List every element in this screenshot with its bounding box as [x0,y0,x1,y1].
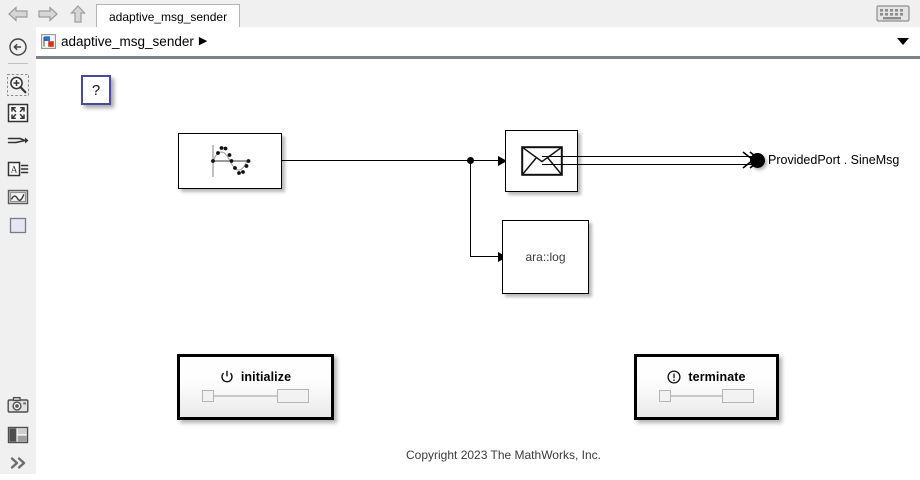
ara-log-label: ara::log [525,250,566,264]
breadcrumb[interactable]: adaptive_msg_sender ▶ [35,27,207,56]
chevron-down-icon[interactable] [897,38,909,45]
scope-viewer-icon[interactable] [6,185,30,209]
tab-adaptive-msg-sender[interactable]: adaptive_msg_sender [96,4,241,29]
slider-left-handle[interactable] [202,390,214,402]
annotation-icon[interactable]: A [6,157,30,181]
navigation-buttons [4,2,92,25]
envelope-icon [506,131,577,191]
wire-branch-down [470,160,472,257]
sine-wave-icon [179,134,281,188]
forward-arrow-icon[interactable] [34,2,62,25]
back-arrow-icon[interactable] [4,2,32,25]
expand-more-icon[interactable] [6,451,30,475]
camera-icon[interactable] [6,393,30,417]
output-port-label: ProvidedPort . SineMsg [768,153,900,167]
slider-right-handle[interactable] [277,389,309,403]
slider-track [668,395,745,397]
model-canvas[interactable]: ? [36,56,920,474]
terminate-progress-slider[interactable] [659,389,754,403]
send-message-block[interactable] [505,130,578,192]
tab-strip: adaptive_msg_sender [96,3,241,29]
keyboard-icon[interactable] [876,5,910,22]
exclamation-circle-icon [667,370,681,384]
message-line-lower [542,164,752,166]
layout-panel-icon[interactable] [6,423,30,447]
message-line-upper [542,156,752,158]
breadcrumb-path: adaptive_msg_sender [61,34,194,49]
wire-sine-to-branch [282,160,471,162]
power-icon [220,370,234,384]
slider-left-handle[interactable] [659,390,671,402]
window-tab-bar: adaptive_msg_sender [0,0,920,29]
arrow-into-send-block [498,156,507,166]
initialize-label: initialize [240,370,292,384]
slider-right-handle[interactable] [722,389,754,403]
rail-divider [8,63,28,64]
sine-wave-block[interactable] [178,133,282,189]
slider-track [211,395,300,397]
ara-log-block[interactable]: ara::log [502,220,589,294]
copyright-text: Copyright 2023 The MathWorks, Inc. [406,448,601,462]
blank-area-icon[interactable] [6,213,30,237]
fit-to-view-icon[interactable] [6,101,30,125]
terminate-subsystem-block[interactable]: terminate [634,354,779,420]
explore-icon[interactable] [6,35,30,59]
breadcrumb-bar: adaptive_msg_sender ▶ [0,27,920,57]
help-block[interactable]: ? [81,75,111,105]
port-signal-icon[interactable] [6,129,30,153]
initialize-subsystem-block[interactable]: initialize [177,354,334,420]
breadcrumb-separator-icon: ▶ [198,35,208,47]
left-tool-rail: A [0,27,36,474]
zoom-in-icon[interactable] [6,73,30,97]
simulink-model-icon [41,34,56,49]
up-arrow-icon[interactable] [64,2,92,25]
svg-text:A: A [11,165,18,175]
terminate-label: terminate [688,370,746,384]
port-terminator-dot[interactable] [750,153,765,168]
initialize-progress-slider[interactable] [202,389,309,403]
